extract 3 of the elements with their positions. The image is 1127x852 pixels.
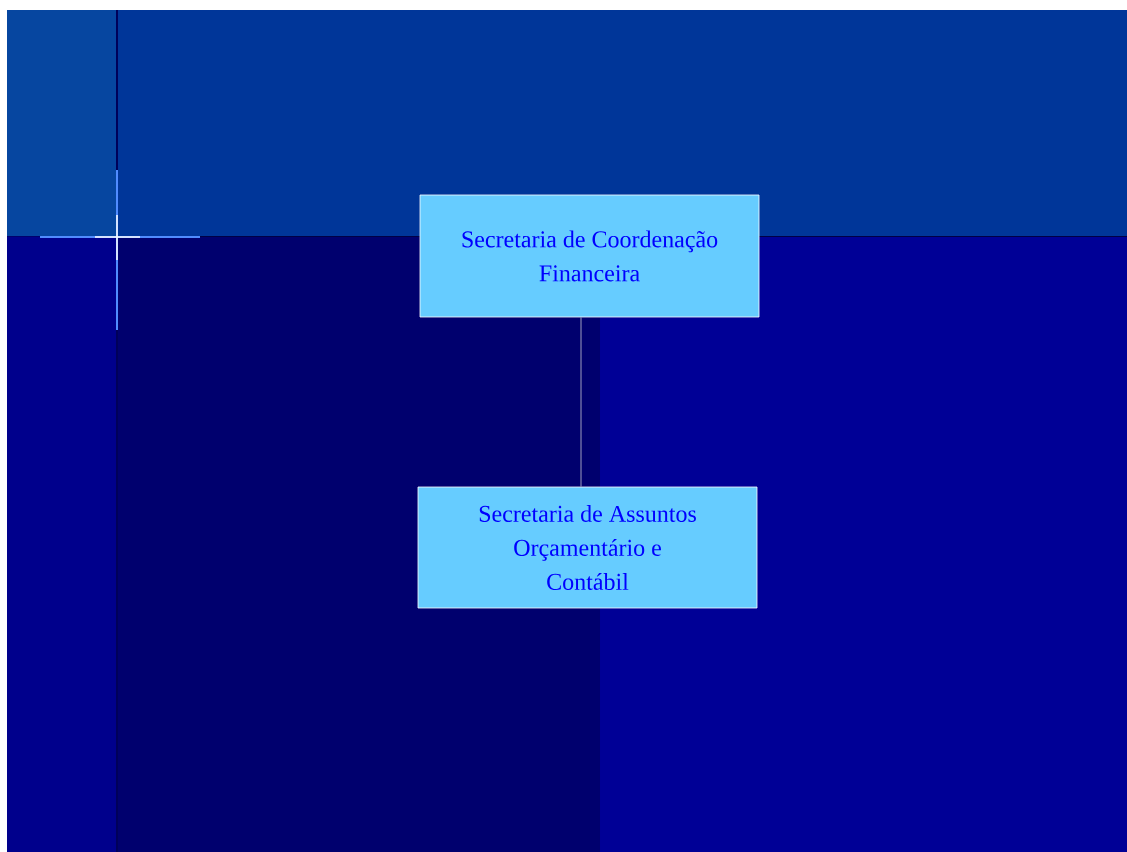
connector-line xyxy=(580,317,582,487)
org-box: Secretaria de Coordenação Financeira xyxy=(419,194,760,318)
org-box: Secretaria de Assuntos Orçamentário e Contábil xyxy=(417,486,758,609)
